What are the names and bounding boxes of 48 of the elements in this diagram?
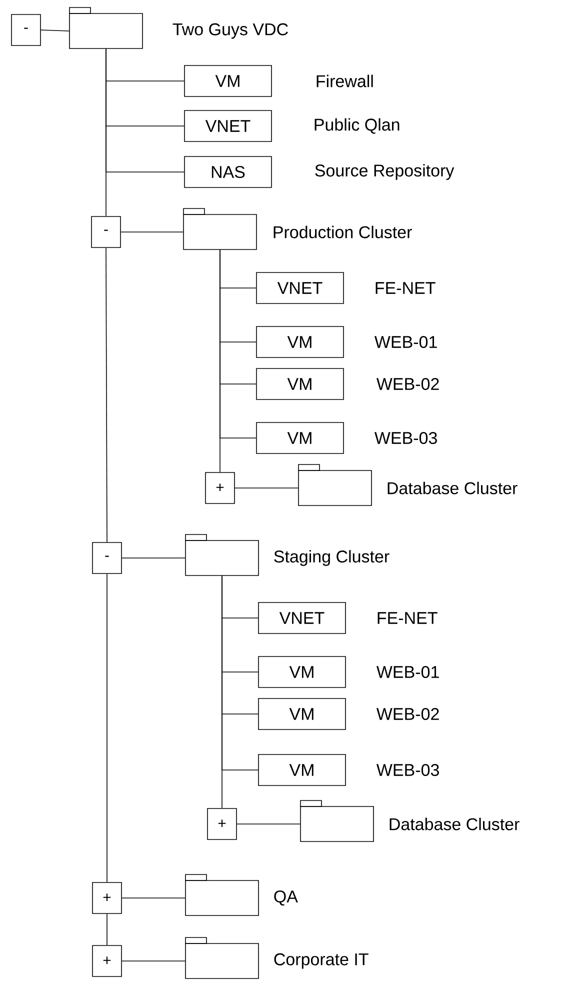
item-label: WEB-01 — [374, 336, 437, 348]
toggle-box: + — [92, 882, 122, 914]
toggle-box: - — [92, 542, 122, 574]
folder-icon — [185, 534, 259, 576]
type-box: VNET — [258, 602, 346, 634]
toggle-box: + — [207, 808, 237, 840]
folder-icon — [185, 874, 259, 916]
folder-label: Database Cluster — [388, 482, 518, 494]
item-label: FE-NET — [378, 612, 438, 624]
type-box: VM — [258, 698, 346, 730]
connector-line — [40, 30, 70, 32]
item-label: WEB-02 — [376, 708, 439, 720]
type-box: VM — [184, 65, 272, 97]
item-label: Firewall — [316, 74, 373, 88]
type-box: VNET — [184, 110, 272, 142]
toggle-box: + — [92, 945, 122, 977]
folder-icon — [300, 800, 374, 842]
toggle-box: - — [11, 14, 41, 46]
item-label: Source Repository — [315, 164, 454, 180]
type-box: VM — [256, 422, 344, 454]
folder-label: Two Guys VDC — [172, 23, 288, 39]
connector-line — [106, 914, 108, 946]
type-box: VM — [258, 656, 346, 688]
folder-label: QA — [274, 890, 298, 906]
folder-label: Staging Cluster — [274, 550, 390, 566]
type-box: VM — [258, 754, 346, 786]
item-label: WEB-03 — [374, 432, 437, 444]
connector-line — [106, 574, 108, 882]
item-label: WEB-01 — [376, 666, 439, 678]
folder-icon — [183, 208, 257, 250]
folder-icon — [298, 464, 372, 506]
item-label: Public Qlan — [314, 118, 400, 134]
item-label: FE-NET — [376, 282, 436, 294]
item-label: WEB-02 — [376, 378, 439, 390]
type-box: NAS — [184, 156, 272, 188]
folder-label: Production Cluster — [274, 226, 412, 238]
connector-line — [122, 960, 186, 962]
folder-icon — [69, 7, 143, 49]
toggle-box: + — [205, 472, 235, 504]
type-box: VM — [256, 326, 344, 358]
folder-label: Database Cluster — [390, 818, 520, 830]
toggle-box: - — [91, 216, 121, 248]
folder-label: Corporate IT — [274, 953, 368, 969]
item-label: WEB-03 — [376, 764, 439, 776]
connector-line — [106, 248, 108, 542]
type-box: VNET — [256, 272, 344, 304]
folder-icon — [185, 937, 259, 979]
type-box: VM — [256, 368, 344, 400]
